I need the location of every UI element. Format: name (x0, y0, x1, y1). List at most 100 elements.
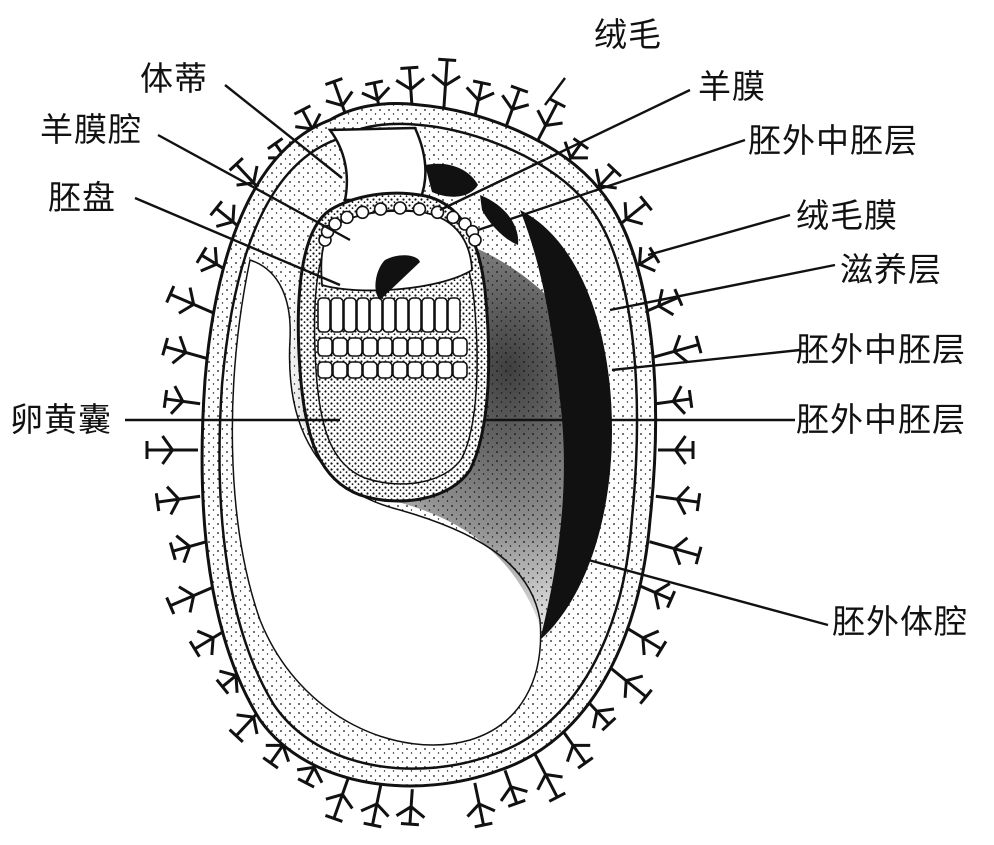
label-extraembryonic-mesoderm-top: 胚外中胚层 (748, 121, 918, 160)
disc-cell (377, 337, 393, 357)
label-yolk-sac: 卵黄囊 (10, 400, 112, 439)
villus-branch (324, 77, 354, 131)
villus-branch (638, 582, 677, 610)
label-extraembryonic-mesoderm-mid: 胚外中胚层 (796, 330, 966, 369)
disc-cell (332, 361, 348, 379)
disc-cell (347, 337, 363, 357)
villus-branch (623, 246, 661, 275)
villus-branch (649, 334, 703, 364)
amnion-cell (446, 210, 460, 225)
villus-branch (499, 769, 528, 808)
villus-branch (162, 385, 201, 415)
leader-lines (125, 77, 836, 627)
villus-branch (532, 751, 566, 803)
villus-branch (638, 288, 684, 317)
amnion-cell (373, 202, 388, 216)
disc-cell (317, 337, 333, 357)
mesoderm-dark-stripe (425, 163, 478, 197)
disc-cell (437, 337, 453, 357)
villus-branch (161, 335, 207, 365)
label-extraembryonic-coelom: 胚外体腔 (832, 602, 968, 641)
disc-cell (392, 337, 408, 357)
villus-branch (623, 625, 668, 658)
amnion-cell (468, 233, 482, 247)
amnion-cell (412, 202, 427, 216)
disc-cell (343, 297, 357, 333)
villus-branch (209, 200, 251, 237)
disc-cell (408, 297, 422, 333)
disc-cell (422, 361, 438, 379)
disc-cell (362, 337, 378, 357)
label-embryonic-disc: 胚盘 (48, 178, 116, 217)
disc-cell (407, 337, 423, 357)
label-amnion: 羊膜 (698, 67, 766, 106)
villus-branch (228, 157, 273, 203)
amnion-cell (393, 201, 407, 215)
disc-cell (421, 297, 435, 333)
villus-branch (395, 65, 426, 111)
disc-cell (437, 361, 453, 379)
villus-branch (466, 782, 496, 829)
villus-branch (195, 246, 233, 275)
disc-cell (452, 337, 468, 357)
villus-branch (165, 285, 218, 316)
disc-cell (452, 361, 468, 379)
label-body-stalk: 体蒂 (140, 59, 208, 98)
villus-branch (228, 697, 273, 743)
disc-cell (377, 361, 393, 379)
villus-branch (583, 697, 617, 732)
amnion-cells (318, 201, 482, 247)
trophoblast-layer (218, 122, 639, 770)
disc-cell (362, 361, 378, 379)
villus-branch (154, 485, 201, 516)
disc-dark-streak (375, 255, 420, 300)
embryonic-disc (317, 297, 468, 379)
label-amniotic-cavity: 羊膜腔 (40, 110, 142, 149)
disc-cell (330, 297, 344, 333)
disc-cell (356, 297, 370, 333)
disc-cell (347, 361, 363, 379)
amnion-cell (340, 210, 354, 225)
villus-branch (532, 97, 566, 149)
villus-branch (605, 663, 653, 705)
disc-cell (317, 297, 331, 333)
disc-cell (422, 337, 438, 357)
label-trophoblast: 滋养层 (840, 250, 942, 289)
villus-branch (360, 782, 390, 829)
disc-cell (395, 297, 409, 333)
villus-branch (649, 536, 703, 566)
disc-cell (369, 297, 383, 333)
villus-branch (605, 195, 653, 237)
villus-branch (655, 385, 694, 415)
amnion-cell (355, 205, 370, 220)
villus-branch (559, 726, 594, 770)
label-chorion: 绒毛膜 (796, 196, 898, 235)
villus-branch (361, 79, 391, 118)
extraembryonic-coelom-cavity (231, 259, 542, 746)
villus-branch (165, 584, 218, 615)
label-villi: 绒毛 (594, 15, 662, 54)
disc-cell (382, 297, 396, 333)
mesoderm-dark-stripe-2 (480, 195, 519, 245)
amnion-cell (328, 217, 342, 231)
disc-cell (407, 361, 423, 379)
villus-branch (324, 769, 354, 823)
disc-cell (434, 297, 448, 333)
villus-branch (168, 534, 207, 564)
disc-cell (447, 297, 461, 333)
villus-branch (431, 57, 461, 111)
disc-cell (317, 361, 333, 379)
villus-branch (296, 751, 324, 789)
villus-branch (395, 789, 426, 827)
villus-branch (188, 625, 233, 658)
villus-branch (145, 435, 198, 465)
villi (145, 57, 703, 829)
disc-cell (392, 361, 408, 379)
disc-cell (332, 337, 348, 357)
villus-branch (658, 435, 695, 465)
villus-branch (501, 84, 530, 131)
villus-branch (655, 485, 702, 516)
label-extraembryonic-mesoderm-low: 胚外中胚层 (796, 400, 966, 439)
villus-branch (465, 79, 495, 118)
